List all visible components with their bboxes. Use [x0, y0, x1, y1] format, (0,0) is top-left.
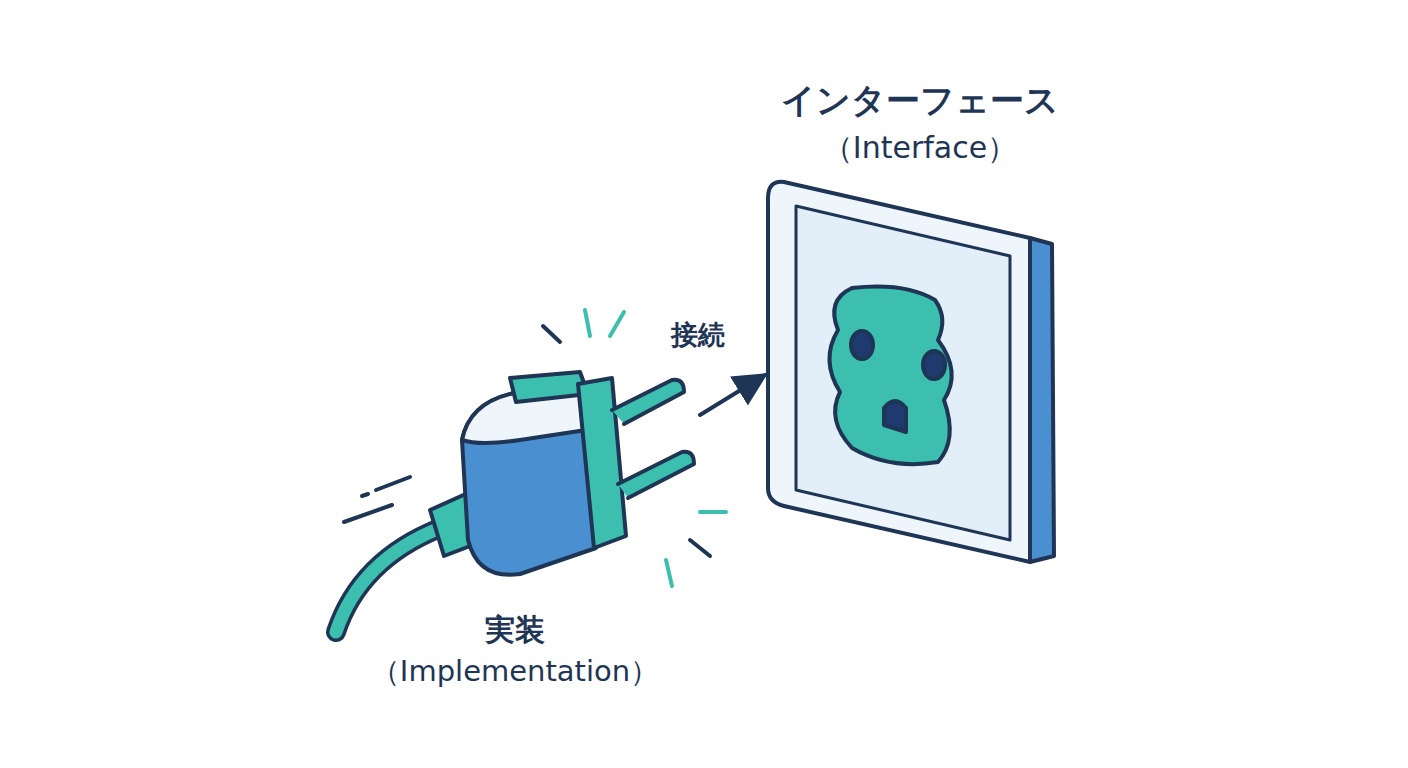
cord-outline [336, 528, 440, 632]
node-title: 実装 [330, 612, 700, 648]
motion-line [376, 477, 410, 490]
spark-line [690, 540, 710, 556]
motion-line [362, 494, 368, 496]
socket-node: インターフェース （Interface） [765, 78, 1075, 578]
motion-line [344, 505, 392, 522]
node-title: インターフェース [765, 80, 1075, 121]
socket-inner-frame [796, 206, 1010, 540]
outlet-face [829, 287, 951, 465]
plug-ring [578, 378, 626, 548]
outlet-hole [851, 331, 873, 359]
plug-body [462, 386, 596, 575]
socket-plate [768, 182, 1030, 562]
outlet-hole [923, 351, 945, 379]
spark-line [700, 510, 726, 514]
edge-label: 接続 [671, 317, 725, 353]
connector-arrow [700, 375, 765, 415]
spark-line [666, 560, 672, 586]
plug-prong [612, 380, 684, 424]
outlet-ground [884, 401, 906, 432]
cord [336, 528, 440, 632]
node-subtitle: （Interface） [765, 130, 1075, 166]
spark-line [543, 326, 560, 342]
spark-line [585, 310, 590, 336]
socket-side [1030, 238, 1054, 562]
plug-node: 実装 （Implementation） [330, 360, 700, 700]
plug-prong [618, 452, 694, 498]
node-subtitle: （Implementation） [330, 654, 700, 689]
spark-line [610, 312, 624, 336]
